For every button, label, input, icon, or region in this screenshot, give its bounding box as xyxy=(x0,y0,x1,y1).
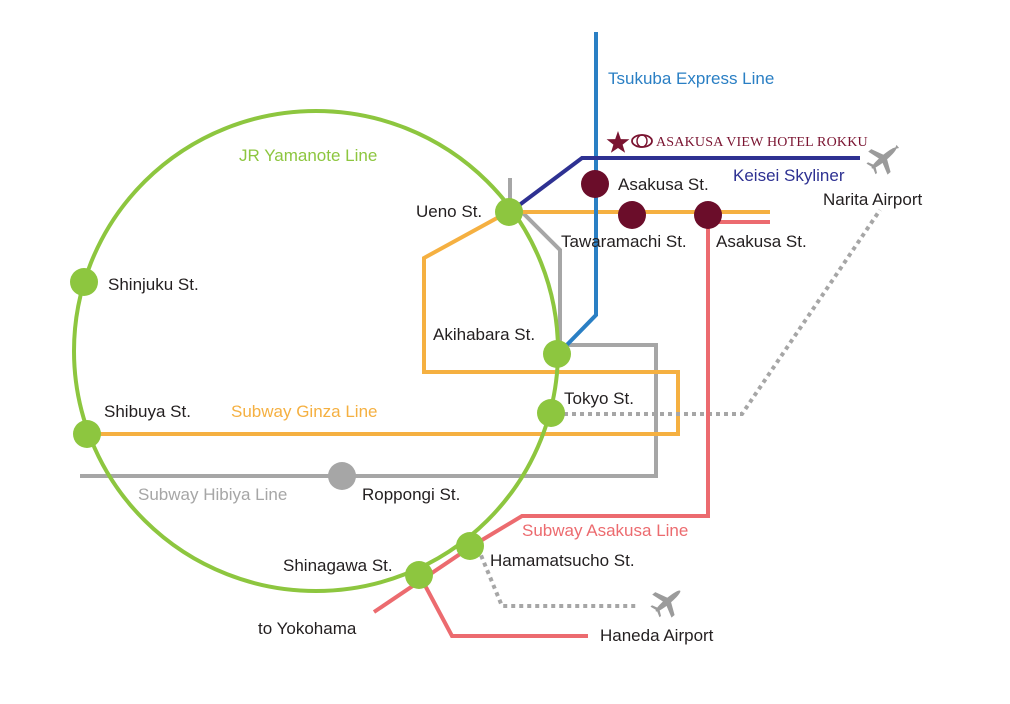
station-roppongi[interactable] xyxy=(328,462,356,490)
hibiya-line xyxy=(80,178,658,478)
label-asakusa-tx: Asakusa St. xyxy=(618,175,709,194)
yamanote-line xyxy=(72,109,560,593)
station-asakusa-subway[interactable] xyxy=(694,201,722,229)
label-tawaramachi: Tawaramachi St. xyxy=(561,232,687,251)
label-to-yokohama: to Yokohama xyxy=(258,619,357,638)
label-hibiya-line: Subway Hibiya Line xyxy=(138,485,287,504)
label-shinjuku: Shinjuku St. xyxy=(108,275,199,294)
station-akihabara[interactable] xyxy=(543,340,571,368)
label-akihabara: Akihabara St. xyxy=(433,325,535,344)
label-tokyo: Tokyo St. xyxy=(564,389,634,408)
keisei-line xyxy=(508,156,860,214)
station-shinjuku[interactable] xyxy=(70,268,98,296)
station-asakusa-tx[interactable] xyxy=(581,170,609,198)
label-ueno: Ueno St. xyxy=(416,202,482,221)
airplane-icon xyxy=(866,144,900,175)
label-shinagawa: Shinagawa St. xyxy=(283,556,393,575)
station-tokyo[interactable] xyxy=(537,399,565,427)
station-ueno[interactable] xyxy=(495,198,523,226)
label-asakusa-subway: Asakusa St. xyxy=(716,232,807,251)
star-icon xyxy=(606,131,630,153)
station-shinagawa[interactable] xyxy=(405,561,433,589)
label-yamanote-line: JR Yamanote Line xyxy=(239,146,377,165)
station-hamamatsucho[interactable] xyxy=(456,532,484,560)
label-narita-airport: Narita Airport xyxy=(823,190,922,209)
asakusa-line-haneda-branch xyxy=(418,575,588,638)
narita-access-dotted xyxy=(556,208,882,416)
station-shibuya[interactable] xyxy=(73,420,101,448)
hotel-name[interactable]: ASAKUSA VIEW HOTEL ROKKU xyxy=(656,135,868,150)
label-asakusa-line: Subway Asakusa Line xyxy=(522,521,688,540)
station-tawaramachi[interactable] xyxy=(618,201,646,229)
hotel-logo-icon xyxy=(631,134,653,148)
label-keisei-line: Keisei Skyliner xyxy=(733,166,845,185)
label-tsukuba-line: Tsukuba Express Line xyxy=(608,69,774,88)
label-roppongi: Roppongi St. xyxy=(362,485,460,504)
label-shibuya: Shibuya St. xyxy=(104,402,191,421)
label-hamamatsucho: Hamamatsucho St. xyxy=(490,551,635,570)
tsukuba-line xyxy=(556,32,598,356)
label-haneda-airport: Haneda Airport xyxy=(600,626,714,645)
airplane-icon xyxy=(650,590,681,618)
haneda-access-dotted xyxy=(476,547,638,608)
label-ginza-line: Subway Ginza Line xyxy=(231,402,377,421)
